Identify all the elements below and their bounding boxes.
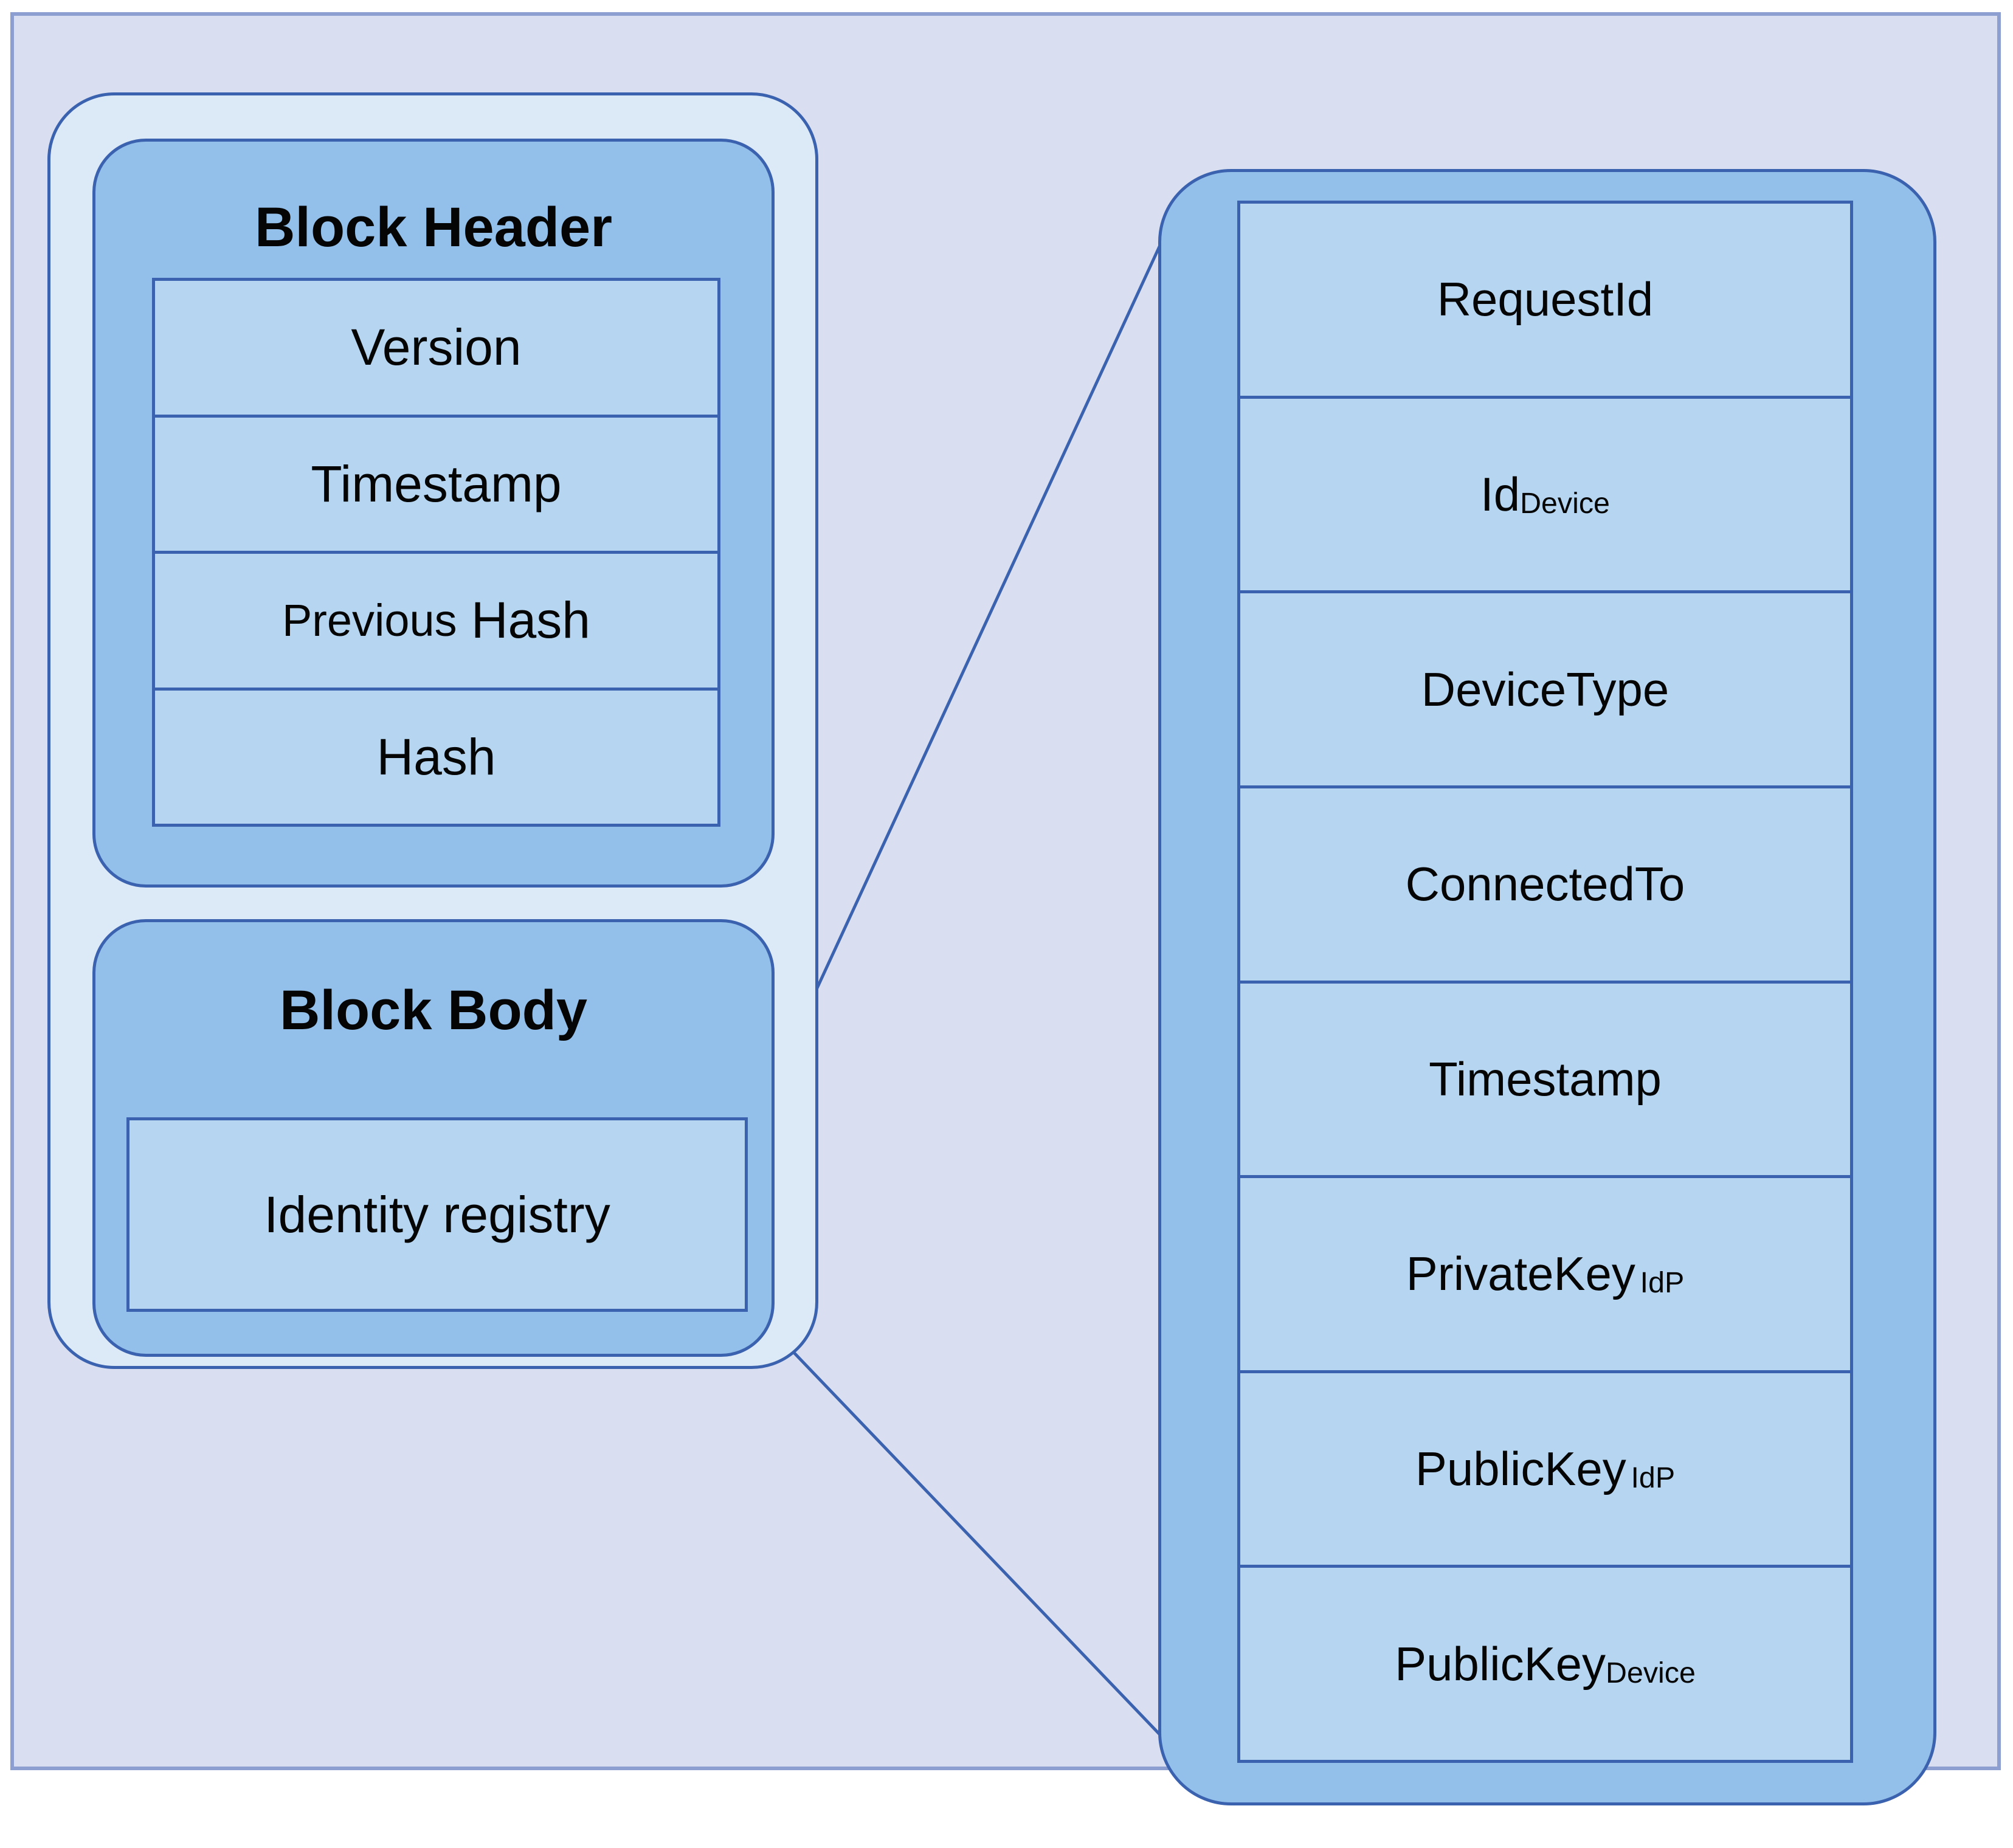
block-header-row-hash: Hash — [376, 728, 496, 785]
block-body-field-table: Identity registry — [126, 1117, 748, 1312]
block-header-title: Block Header — [254, 196, 613, 258]
block-header-field-table: Version Timestamp Previous Hash Hash — [152, 278, 720, 827]
block-body-row-identity-registry: Identity registry — [264, 1185, 610, 1243]
identity-row-connected-to: ConnectedTo — [1240, 788, 1850, 984]
hash-word: Hash — [471, 591, 590, 649]
identity-row-request-id: RequestId — [1240, 204, 1850, 399]
block-header-row-previous-hash: Previous Hash — [155, 554, 717, 691]
identity-row-private-key-idp-sub: IdP — [1640, 1266, 1685, 1300]
identity-row-public-key-idp-sub: IdP — [1631, 1461, 1676, 1495]
identity-row-device-type-base: DeviceType — [1421, 662, 1669, 716]
identity-row-id-device-sub: Device — [1520, 486, 1610, 520]
identity-row-public-key-device-sub: Device — [1606, 1656, 1696, 1689]
identity-row-id-device-base: Id — [1480, 467, 1521, 521]
identity-row-timestamp: Timestamp — [1240, 984, 1850, 1179]
identity-row-request-id-base: RequestId — [1437, 272, 1654, 326]
block-header-row-timestamp: Timestamp — [155, 418, 717, 554]
block-header-row-version: Version — [155, 281, 717, 418]
previous-word: Previous — [282, 595, 457, 646]
identity-row-public-key-device-base: PublicKey — [1395, 1636, 1606, 1691]
identity-row-connected-to-base: ConnectedTo — [1405, 857, 1685, 911]
block-body-title: Block Body — [279, 979, 588, 1041]
identity-row-timestamp-base: Timestamp — [1429, 1052, 1662, 1106]
identity-row-device-type: DeviceType — [1240, 593, 1850, 788]
identity-row-private-key-idp-base: PrivateKey — [1406, 1247, 1635, 1301]
identity-row-public-key-idp-base: PublicKey — [1415, 1442, 1626, 1496]
